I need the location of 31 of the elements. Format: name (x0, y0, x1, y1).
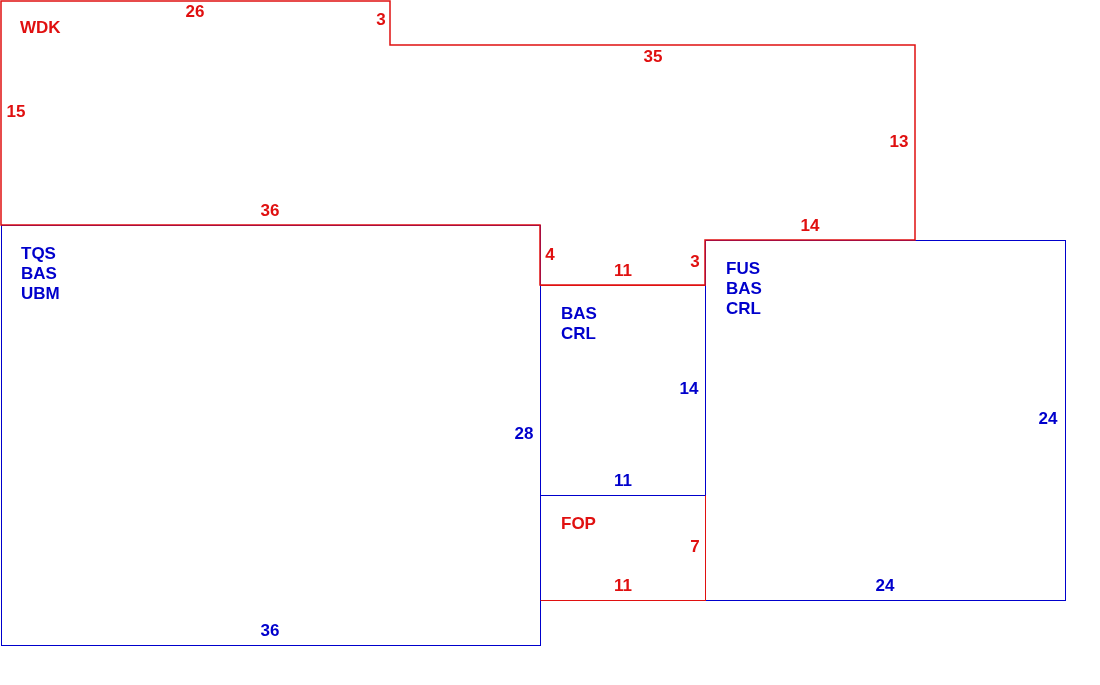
dimension-label: 11 (614, 261, 632, 281)
room (1, 225, 541, 646)
dimension-label: 11 (614, 471, 632, 491)
dimension-label: 26 (185, 2, 205, 22)
dimension-label: 15 (6, 102, 26, 122)
room-code: WDK (20, 18, 61, 38)
room-code: CRL (561, 324, 596, 344)
dimension-label: 35 (643, 47, 663, 67)
room-code: BAS (21, 264, 57, 284)
dimension-label: 3 (376, 10, 386, 30)
room-code: FUS (726, 259, 760, 279)
dimension-label: 14 (800, 216, 820, 236)
dimension-label: 24 (875, 576, 895, 596)
room-code: UBM (21, 284, 60, 304)
dimension-label: 36 (260, 621, 280, 641)
dimension-label: 28 (514, 424, 534, 444)
dimension-label: 3 (690, 252, 700, 272)
dimension-label: 14 (679, 379, 699, 399)
room-code: FOP (561, 514, 596, 534)
room (540, 495, 706, 601)
dimension-label: 36 (260, 201, 280, 221)
dimension-label: 7 (690, 537, 700, 557)
room (705, 240, 1066, 601)
dimension-label: 13 (889, 132, 909, 152)
room-code: CRL (726, 299, 761, 319)
dimension-label: 4 (545, 245, 555, 265)
room-code: BAS (726, 279, 762, 299)
room-code: TQS (21, 244, 56, 264)
room-code: BAS (561, 304, 597, 324)
dimension-label: 24 (1038, 409, 1058, 429)
dimension-label: 11 (614, 576, 632, 596)
